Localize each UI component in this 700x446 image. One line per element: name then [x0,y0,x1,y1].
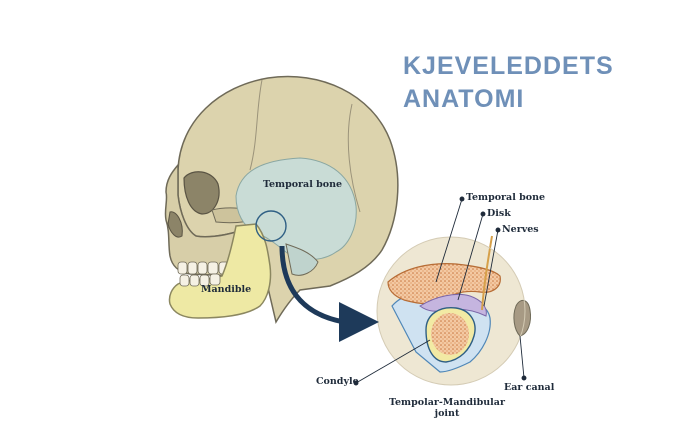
label-condyle: Condyle [316,376,359,387]
mastoid-process [285,243,319,276]
label-tmj: Tempolar-Mandibular joint [382,397,512,420]
title-line-1: KJEVELEDDETS [403,52,614,80]
joint-highlight-circle [255,210,287,242]
detail-nerve [481,235,493,311]
upper-teeth [177,261,230,275]
label-temporal-bone-skull: Temporal bone [263,179,343,190]
skull [164,75,399,324]
zoom-arrow [279,245,379,342]
coronal-suture [249,79,263,171]
label-tmj-line-1: Tempolar-Mandibular [389,397,505,408]
label-mandible: Mandible [201,284,252,295]
label-disk: Disk [487,208,511,219]
eye-socket [183,171,220,215]
detail-temporal-bone [387,263,501,305]
joint-detail [376,235,531,386]
label-ear-canal: Ear canal [504,382,555,393]
detail-ear-canal [513,300,531,337]
label-nerves: Nerves [502,224,539,235]
label-tmj-line-2: joint [434,407,460,419]
condyle-marrow [431,313,469,355]
lower-teeth [179,273,221,287]
leader-lines [353,196,527,386]
face [164,162,251,277]
title-line-2: ANATOMI [403,85,525,113]
lambdoid-suture [347,103,361,213]
label-temporal-bone-detail: Temporal bone [466,192,546,203]
nasal-cavity [167,211,183,238]
